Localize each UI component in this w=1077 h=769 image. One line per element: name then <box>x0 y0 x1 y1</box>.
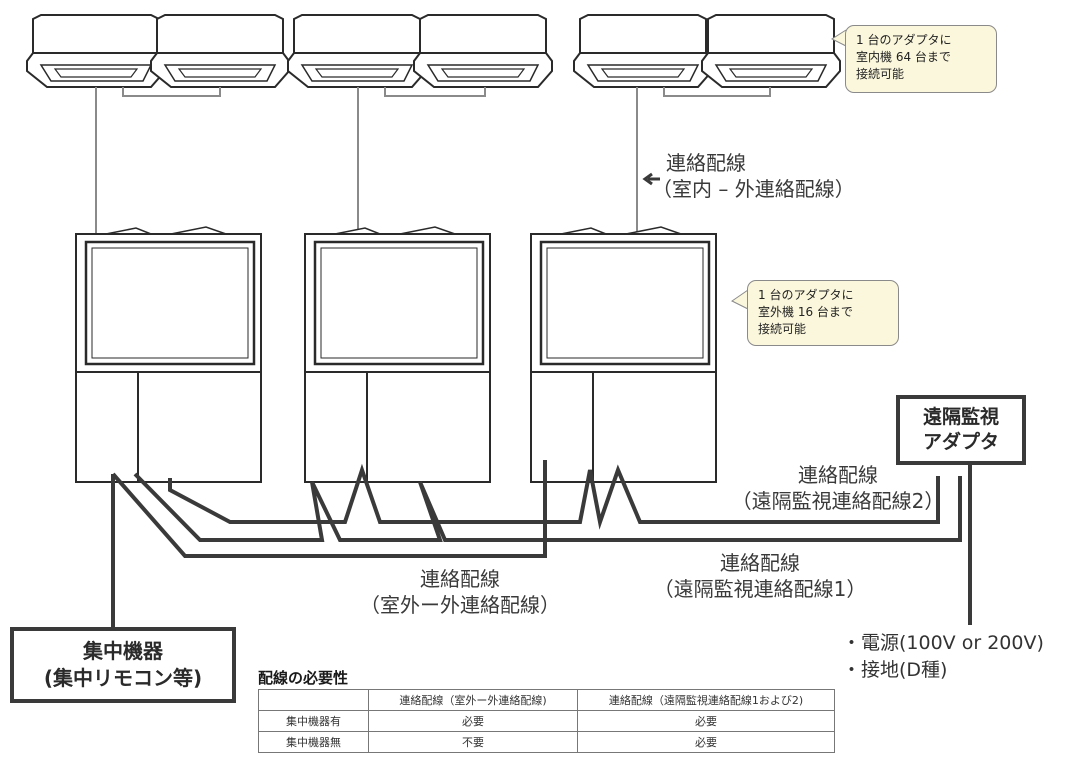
wiring-requirement-table: 連絡配線（室外ー外連絡配線) 連絡配線（遠隔監視連絡配線1および2) 集中機器有… <box>258 689 835 753</box>
callout-indoor-line3: 接続可能 <box>856 67 905 81</box>
label-monitor-link-1-line1: 連絡配線 <box>720 551 800 575</box>
label-indoor-link-line2: （室内 – 外連絡配線） <box>652 177 855 201</box>
table-cell: 集中機器有 <box>258 710 369 732</box>
table-header-cell: 連絡配線（室外ー外連絡配線) <box>368 689 578 711</box>
central-line2: (集中リモコン等) <box>43 666 203 690</box>
adapter-line2: アダプタ <box>922 431 999 453</box>
table-header-row: 連絡配線（室外ー外連絡配線) 連絡配線（遠隔監視連絡配線1および2) <box>258 689 835 711</box>
table-cell: 必要 <box>577 710 835 732</box>
remote-monitoring-adapter: 遠隔監視 アダプタ <box>896 395 1026 465</box>
power-line: ・電源(100V or 200V) <box>842 632 1044 654</box>
adapter-line1: 遠隔監視 <box>922 406 999 428</box>
indoor-unit-2 <box>150 14 290 88</box>
outdoor-unit-1 <box>74 225 263 484</box>
callout-outdoor-line3: 接続可能 <box>758 322 807 336</box>
indoor-unit-5 <box>573 14 713 88</box>
label-monitor-link-2-line2: （遠隔監視連絡配線2） <box>731 489 945 513</box>
table-cell: 不要 <box>368 731 578 753</box>
outdoor-unit-3 <box>529 225 718 484</box>
table-cell: 必要 <box>577 731 835 753</box>
label-monitor-link-1-line2: （遠隔監視連絡配線1） <box>653 577 867 601</box>
callout-outdoor-line2: 室外機 16 台まで <box>758 305 853 319</box>
table-cell: 必要 <box>368 710 578 732</box>
callout-outdoor-capacity: 1 台のアダプタに 室外機 16 台まで 接続可能 <box>747 280 899 346</box>
table-cell: 集中機器無 <box>258 731 369 753</box>
callout-indoor-line1: 1 台のアダプタに <box>856 33 952 47</box>
table-header-cell: 連絡配線（遠隔監視連絡配線1および2) <box>577 689 835 711</box>
callout-outdoor-line1: 1 台のアダプタに <box>758 288 854 302</box>
central-line1: 集中機器 <box>83 639 163 663</box>
indoor-unit-6 <box>701 14 841 88</box>
ground-line: ・接地(D種) <box>842 659 948 681</box>
table-row: 集中機器無 不要 必要 <box>258 731 835 753</box>
outdoor-unit-2 <box>303 225 492 484</box>
label-outdoor-link-line2: （室外ー外連絡配線） <box>360 593 560 617</box>
label-monitor-link-1: 連絡配線 （遠隔監視連絡配線1） <box>640 550 880 602</box>
central-controller: 集中機器 (集中リモコン等) <box>10 627 236 703</box>
arrow-left-icon <box>642 172 660 186</box>
indoor-unit-3 <box>287 14 427 88</box>
callout-indoor-capacity: 1 台のアダプタに 室内機 64 台まで 接続可能 <box>845 25 997 93</box>
table-title: 配線の必要性 <box>258 669 349 687</box>
table-header-cell <box>258 689 369 711</box>
label-outdoor-link: 連絡配線 （室外ー外連絡配線） <box>340 566 580 618</box>
label-indoor-link: 連絡配線 （室内 – 外連絡配線） <box>652 150 855 202</box>
label-indoor-link-line1: 連絡配線 <box>666 151 746 175</box>
callout-indoor-line2: 室内機 64 台まで <box>856 50 951 64</box>
label-monitor-link-2-line1: 連絡配線 <box>798 463 878 487</box>
label-outdoor-link-line1: 連絡配線 <box>420 567 500 591</box>
power-note: ・電源(100V or 200V) ・接地(D種) <box>842 630 1044 684</box>
indoor-unit-1 <box>26 14 166 88</box>
table-row: 集中機器有 必要 必要 <box>258 710 835 732</box>
indoor-unit-4 <box>413 14 553 88</box>
label-monitor-link-2: 連絡配線 （遠隔監視連絡配線2） <box>718 462 958 514</box>
